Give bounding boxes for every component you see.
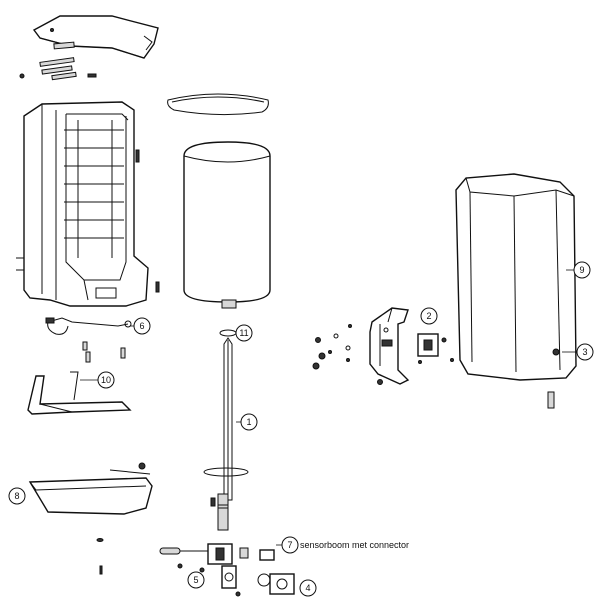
callout-7: 7 bbox=[281, 536, 299, 554]
callout-4: 4 bbox=[299, 579, 317, 597]
svg-text:5: 5 bbox=[193, 575, 198, 585]
callout-10: 10 bbox=[97, 371, 115, 389]
control-bracket-2 bbox=[369, 307, 454, 385]
sensor-label: sensorboom met connector bbox=[300, 540, 409, 550]
top-lid bbox=[32, 15, 159, 59]
svg-text:1: 1 bbox=[246, 417, 251, 427]
svg-text:10: 10 bbox=[101, 375, 111, 385]
callout-2: 2 bbox=[420, 307, 438, 325]
callout-11: 11 bbox=[235, 324, 253, 342]
washer-11 bbox=[219, 329, 237, 337]
svg-text:3: 3 bbox=[582, 347, 587, 357]
callout-9: 9 bbox=[573, 261, 591, 279]
svg-text:4: 4 bbox=[305, 583, 310, 593]
bracket-10 bbox=[27, 371, 132, 415]
svg-text:9: 9 bbox=[579, 265, 584, 275]
sensor-rod-1 bbox=[203, 337, 249, 531]
svg-text:7: 7 bbox=[287, 540, 292, 550]
tray-fasteners bbox=[96, 538, 104, 575]
lid-fasteners bbox=[19, 41, 97, 81]
callout-5: 5 bbox=[187, 571, 205, 589]
svg-text:8: 8 bbox=[14, 491, 19, 501]
svg-text:11: 11 bbox=[239, 328, 248, 338]
studs bbox=[82, 341, 126, 363]
svg-text:2: 2 bbox=[426, 311, 431, 321]
callout-6: 6 bbox=[133, 317, 151, 335]
svg-text:6: 6 bbox=[139, 321, 144, 331]
callout-3: 3 bbox=[576, 343, 594, 361]
callout-1: 1 bbox=[240, 413, 258, 431]
front-cover-9 bbox=[455, 173, 577, 409]
mounting-parts bbox=[312, 324, 383, 385]
leader-lines bbox=[80, 269, 578, 546]
housing-frame bbox=[16, 101, 160, 307]
gasket-ring bbox=[167, 93, 269, 116]
callout-8: 8 bbox=[8, 487, 26, 505]
cable-assembly-6 bbox=[45, 317, 132, 335]
drip-tray-8 bbox=[28, 462, 153, 515]
valve-assembly bbox=[159, 543, 295, 597]
tank-cylinder bbox=[183, 141, 271, 309]
